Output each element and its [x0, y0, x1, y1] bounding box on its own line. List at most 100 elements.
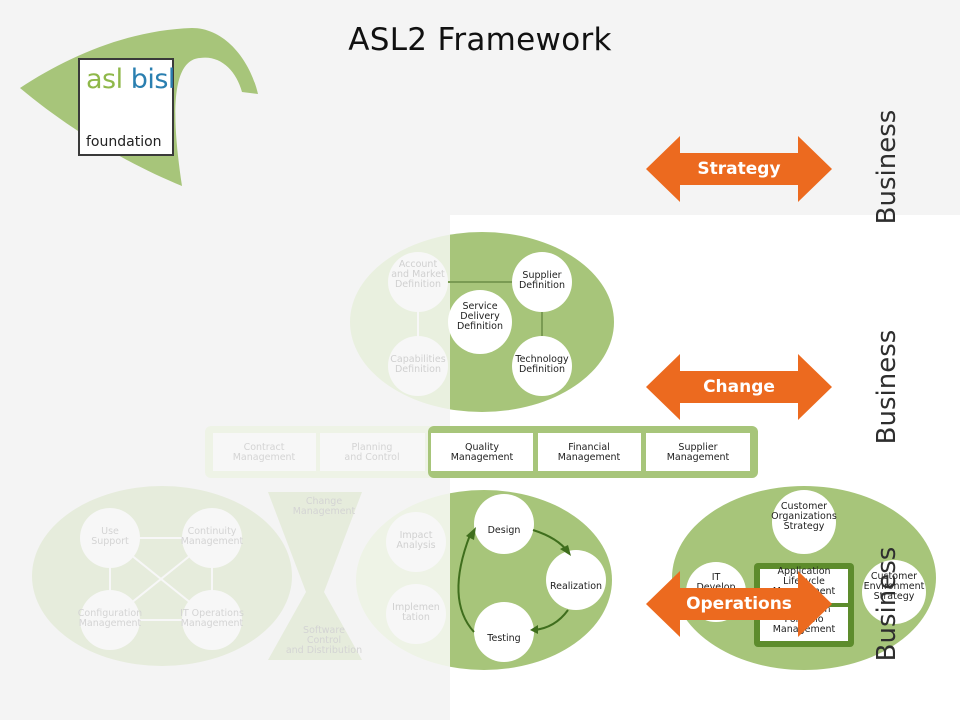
label-testing: Testing [486, 633, 520, 644]
node-customer-environment-strategy [862, 560, 926, 624]
change-arrow [646, 354, 832, 420]
label-line: Software [303, 625, 345, 636]
change-arrow-label: Change [703, 377, 775, 397]
label-line: Management [451, 452, 514, 463]
label-line: Financial [568, 442, 610, 453]
label-line: Support [91, 536, 129, 547]
label-line: Customer [871, 571, 917, 582]
label-line: Contract [244, 442, 285, 453]
label-design: Design [488, 525, 521, 536]
node-design [474, 494, 534, 554]
label-line: Definition [457, 321, 503, 332]
label-line: and Control [344, 452, 399, 463]
label-line: Account [399, 259, 438, 270]
label-line: Customer [781, 501, 827, 512]
label-line: Implemen [392, 602, 440, 613]
label-line: Planning [352, 442, 393, 453]
logo-word-bisl: bisl [130, 64, 176, 95]
label-line: Analysis [396, 540, 435, 551]
label-line: Service [462, 301, 497, 312]
label-line: Control [307, 635, 341, 646]
logo-subtitle: foundation [86, 134, 162, 150]
label-line: Management [79, 618, 142, 629]
label-line: Delivery [460, 311, 500, 322]
label-line: Quality [465, 442, 499, 453]
label-line: Management [233, 452, 296, 463]
label-line: Capabilities [390, 354, 445, 365]
label-line: Definition [395, 364, 441, 375]
label-line: Change [306, 496, 343, 507]
node-technology-definition [512, 336, 572, 396]
label-line: Management [667, 452, 730, 463]
cell-financial-management [538, 433, 641, 471]
label-line: and Distribution [286, 645, 362, 656]
label-realization: Realization [550, 581, 602, 592]
label-line: Definition [519, 280, 565, 291]
cell-quality-management [431, 433, 533, 471]
operations-arrow [646, 571, 832, 637]
label-line: Strategy [874, 591, 915, 602]
label-line: Management [181, 618, 244, 629]
side-label-operations: Business [872, 546, 902, 662]
strategy-ellipse [450, 232, 614, 412]
logo-wordmark: asl bisl [86, 64, 175, 95]
node-realization [546, 550, 606, 610]
label-line: Management [181, 536, 244, 547]
label-line: Definition [519, 364, 565, 375]
label-line: Strategy [784, 521, 825, 532]
label-line: IT Operations [180, 608, 244, 619]
label-line: Supplier [678, 442, 717, 453]
label-line: Testing [486, 633, 520, 644]
node-service-delivery-definition [448, 290, 512, 354]
node-account-market-definition [388, 252, 448, 312]
strategy-arrow [646, 136, 832, 202]
label-line: Develop [696, 582, 735, 593]
logo-word-asl: asl [86, 64, 123, 95]
cell-supplier-management [646, 433, 750, 471]
label-line: IT [712, 572, 721, 583]
page-title: ASL2 Framework [348, 22, 612, 58]
strategy-arrow-label: Strategy [697, 159, 781, 179]
label-line: Management [293, 506, 356, 517]
asl-bisl-logo: asl bisl foundation [78, 58, 175, 156]
label-line: Continuity [188, 526, 237, 537]
side-label-change: Business [872, 329, 902, 445]
label-line: Environment [864, 581, 925, 592]
node-supplier-definition [512, 252, 572, 312]
label-line: Use [101, 526, 119, 537]
label-line: and Market [391, 269, 445, 280]
label-line: Technology [514, 354, 569, 365]
node-capabilities-definition [388, 336, 448, 396]
node-testing [474, 602, 534, 662]
cell-planning-control [320, 433, 425, 471]
cell-contract-management [213, 433, 316, 471]
node-customer-organizations-strategy [772, 490, 836, 554]
label-line: Impact [400, 530, 433, 541]
label-line: Management [558, 452, 621, 463]
label-line: Application [777, 566, 830, 577]
operations-arrow-label: Operations [686, 594, 792, 614]
